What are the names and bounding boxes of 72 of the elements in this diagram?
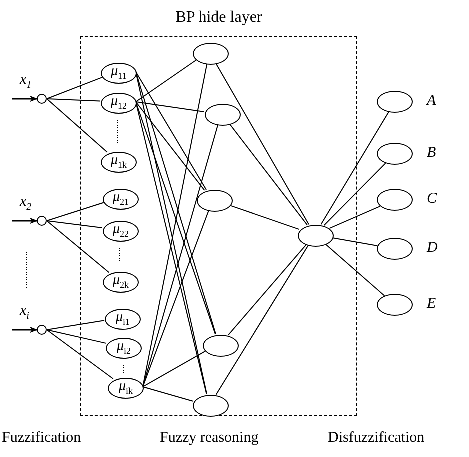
input-variable-label: x$_{1}$ bbox=[20, 73, 32, 91]
neuron-ellipse bbox=[377, 189, 413, 211]
membership-label: μ$_{i2}$ bbox=[116, 340, 132, 356]
neuron-ellipse bbox=[105, 308, 141, 330]
neuron-ellipse bbox=[108, 378, 144, 398]
connection-line bbox=[136, 102, 205, 112]
connection-line bbox=[324, 244, 386, 296]
connection-line bbox=[46, 220, 110, 274]
stage-label: Fuzzification bbox=[2, 430, 82, 447]
connection-line bbox=[142, 386, 194, 402]
neuron-ellipse bbox=[101, 92, 137, 114]
connection-line bbox=[46, 76, 104, 100]
output-class-label: E bbox=[427, 297, 436, 312]
connection-line bbox=[46, 320, 106, 330]
neuron-ellipse bbox=[197, 190, 233, 212]
input-variable-label: x$_{i}$ bbox=[20, 304, 30, 322]
neuron-ellipse bbox=[377, 91, 413, 113]
connection-line bbox=[142, 350, 206, 388]
group-title: BP hide layer bbox=[174, 9, 264, 27]
membership-label: μ$_{12}$ bbox=[110, 95, 128, 111]
connection-line bbox=[46, 220, 103, 228]
connection-line bbox=[136, 60, 197, 102]
neuron-ellipse bbox=[377, 294, 413, 316]
arrow bbox=[12, 218, 38, 224]
connection-line bbox=[320, 112, 390, 226]
connection-line bbox=[228, 244, 308, 336]
connection-line bbox=[324, 162, 386, 226]
connection-line bbox=[46, 330, 114, 380]
neuron-ellipse bbox=[103, 272, 139, 292]
membership-label: μ$_{21}$ bbox=[112, 191, 130, 207]
neuron-ellipse bbox=[203, 335, 239, 357]
membership-label: μ$_{i1}$ bbox=[116, 311, 130, 327]
output-class-label: D bbox=[427, 241, 438, 256]
neuron-ellipse bbox=[298, 225, 334, 247]
neuron-ellipse bbox=[193, 395, 229, 417]
input-variable-label: x$_{2}$ bbox=[20, 195, 32, 213]
connection-line bbox=[136, 72, 207, 190]
neuron-ellipse bbox=[377, 238, 413, 260]
arrow bbox=[12, 96, 38, 102]
connection-line bbox=[142, 210, 210, 388]
neuron-ellipse bbox=[193, 43, 229, 65]
output-class-label: B bbox=[427, 146, 436, 161]
membership-label: μ$_{2k}$ bbox=[112, 274, 130, 290]
connection-line bbox=[329, 206, 381, 230]
input-circle bbox=[37, 216, 47, 226]
membership-label: μ$_{1k}$ bbox=[110, 154, 128, 170]
output-class-label: A bbox=[427, 94, 436, 109]
stage-label: Fuzzy reasoning bbox=[160, 430, 259, 447]
neuron-ellipse bbox=[103, 220, 139, 242]
connection-line bbox=[332, 238, 378, 246]
arrow bbox=[12, 326, 38, 334]
connection-line bbox=[216, 244, 310, 396]
membership-label: μ$_{ik}$ bbox=[118, 380, 134, 396]
neuron-ellipse bbox=[106, 338, 142, 358]
membership-label: μ$_{11}$ bbox=[111, 65, 127, 81]
connection-line bbox=[46, 98, 101, 102]
neuron-ellipse bbox=[205, 104, 241, 126]
neuron-ellipse bbox=[101, 152, 137, 172]
neuron-ellipse bbox=[103, 188, 139, 210]
connection-line bbox=[46, 202, 104, 222]
connection-line bbox=[46, 330, 107, 344]
neuron-ellipse bbox=[377, 143, 413, 165]
connection-line bbox=[136, 102, 206, 192]
input-circle bbox=[37, 325, 47, 335]
stage-label: Disfuzzification bbox=[328, 430, 425, 447]
neuron-ellipse bbox=[101, 62, 137, 84]
connection-line bbox=[229, 123, 308, 226]
connection-line bbox=[46, 98, 108, 153]
output-class-label: C bbox=[427, 192, 438, 207]
connection-line bbox=[215, 62, 310, 226]
input-circle bbox=[37, 94, 47, 104]
membership-label: μ$_{22}$ bbox=[112, 223, 130, 239]
